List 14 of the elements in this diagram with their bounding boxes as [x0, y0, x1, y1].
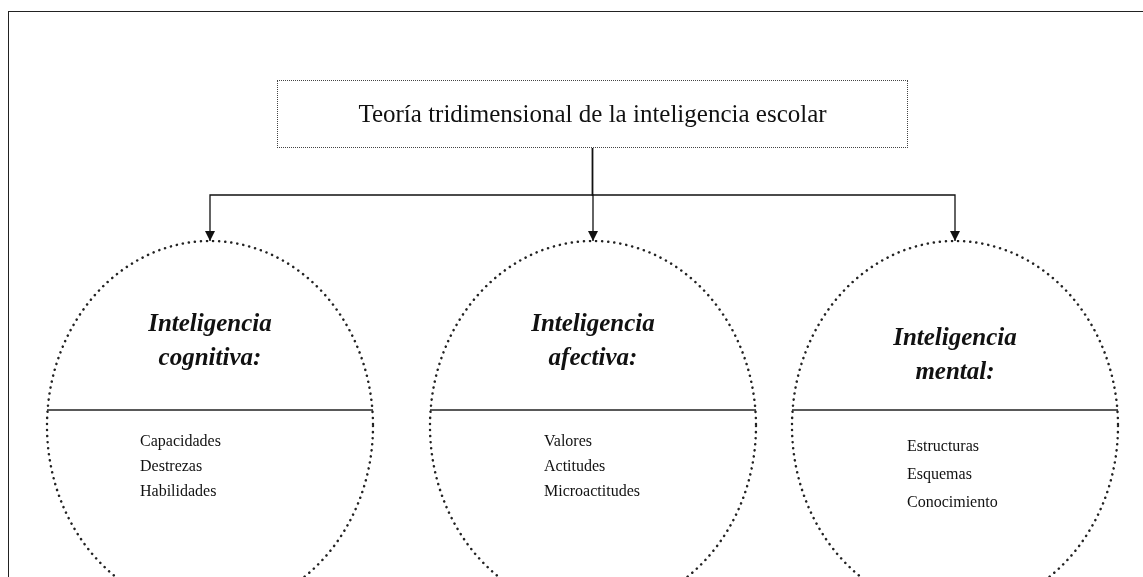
list-item: Valores [544, 431, 593, 451]
list-item: Destrezas [140, 456, 204, 476]
list-item: Actitudes [544, 456, 607, 476]
list-item: Estructuras [907, 436, 980, 456]
title-box: Teoría tridimensional de la inteligencia escolar [277, 80, 908, 148]
list-item: Habilidades [140, 481, 218, 501]
list-item: Capacidades [140, 431, 221, 452]
list-item: Conocimiento [907, 492, 998, 512]
circle-heading: Inteligencia afectiva: [530, 308, 656, 372]
circle-heading: Inteligencia cognitiva: [147, 308, 273, 372]
circle-heading: Inteligencia mental: [892, 322, 1018, 386]
connector-arrow [591, 147, 960, 242]
list-item: Microactitudes [544, 481, 640, 501]
list-item: Esquemas [907, 464, 973, 485]
